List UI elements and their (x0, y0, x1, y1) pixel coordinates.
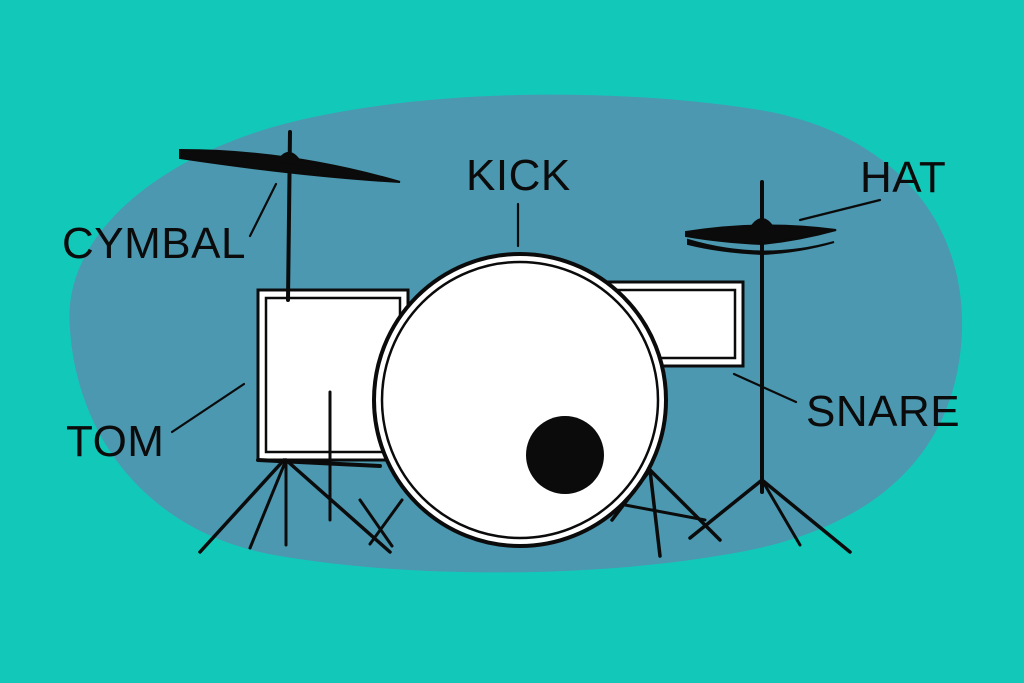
hi-hat-top (685, 224, 837, 246)
hi-hat-bottom (687, 238, 835, 256)
snare-label: SNARE (806, 387, 960, 436)
hat-leader-line (798, 198, 882, 222)
cymbal-leader-line (248, 182, 278, 238)
hat-label: HAT (860, 153, 946, 202)
cymbal (179, 130, 401, 302)
kick-port-hole (526, 416, 604, 494)
tom-leader-line (170, 382, 246, 434)
kick-label: KICK (466, 151, 571, 200)
left-stand-legs (198, 458, 404, 554)
hi-hat (685, 180, 852, 554)
cymbal-label: CYMBAL (62, 219, 246, 268)
snare-leader-line (732, 372, 798, 404)
kick-drum (372, 252, 668, 548)
cymbal-plate (179, 148, 401, 183)
tom-label: TOM (66, 417, 164, 466)
